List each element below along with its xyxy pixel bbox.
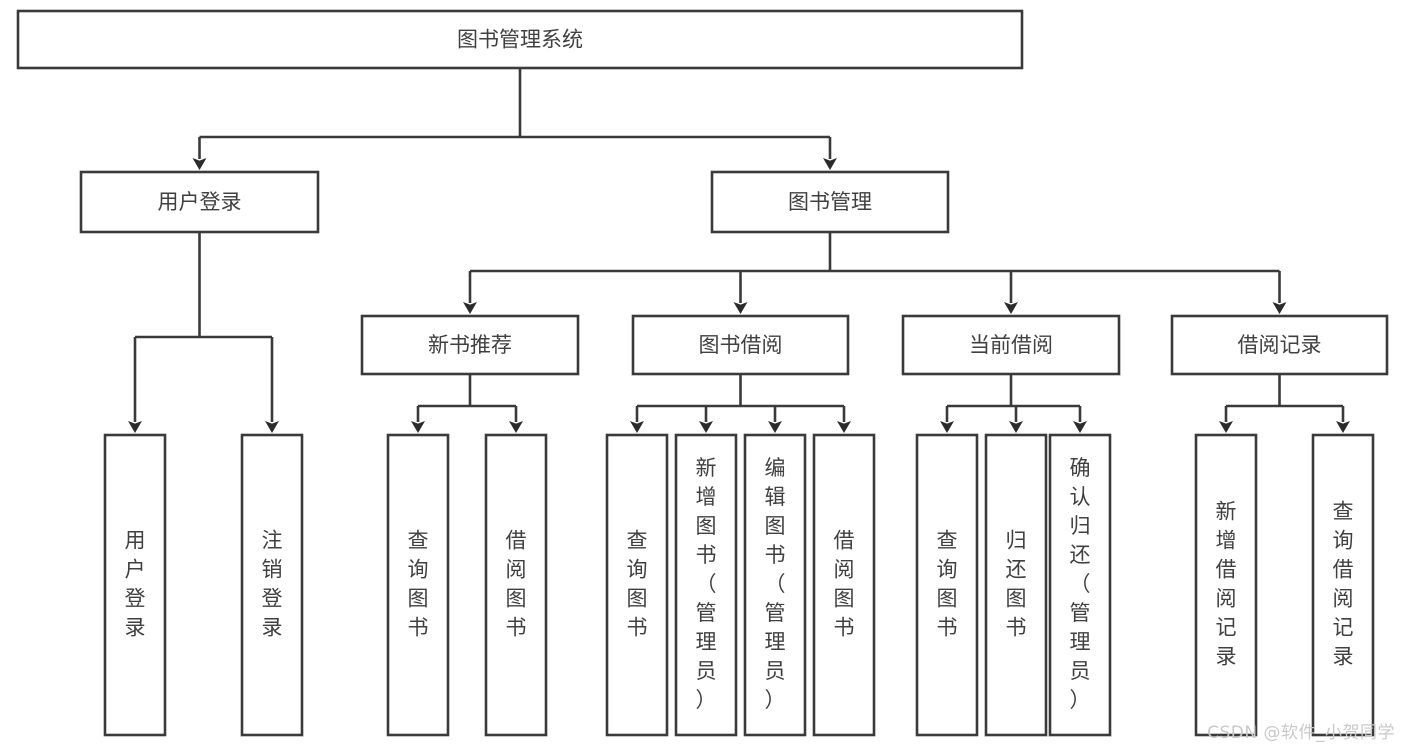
node-leaf-确认归还管理员-10-rect[interactable] — [1048, 433, 1112, 737]
node-leaf-新增图书管理员-5-rect[interactable] — [674, 433, 738, 737]
node-level2-当前借阅-2[interactable]: 当前借阅 — [901, 314, 1121, 376]
node-leaf-确认归还管理员-10[interactable]: 确认归还（管理员） — [1048, 433, 1112, 737]
node-leaf-归还图书-9-label: 归还图书 — [1006, 529, 1027, 640]
node-leaf-查询图书-8[interactable]: 查询图书 — [915, 433, 979, 737]
node-leaf-注销登录-1[interactable]: 注销登录 — [240, 433, 304, 737]
node-leaf-用户登录-0-rect[interactable] — [103, 433, 167, 737]
node-leaf-新增图书管理员-5[interactable]: 新增图书（管理员） — [674, 433, 738, 737]
node-leaf-归还图书-9[interactable]: 归还图书 — [984, 433, 1048, 737]
node-level2-新书推荐-0-rect[interactable] — [360, 314, 580, 376]
node-leaf-查询图书-4-rect[interactable] — [605, 433, 669, 737]
node-leaf-查询图书-2-label: 查询图书 — [408, 529, 429, 640]
connector-layer — [128, 68, 1350, 433]
node-leaf-查询图书-4[interactable]: 查询图书 — [605, 433, 669, 737]
node-leaf-注销登录-1-rect[interactable] — [240, 433, 304, 737]
node-level2-当前借阅-2-rect[interactable] — [901, 314, 1121, 376]
node-leaf-用户登录-0-label: 用户登录 — [125, 529, 146, 640]
node-leaf-查询图书-8-rect[interactable] — [915, 433, 979, 737]
node-level2-借阅记录-3-rect[interactable] — [1170, 314, 1389, 376]
node-leaf-新增借阅记录-11-rect[interactable] — [1194, 433, 1258, 737]
node-leaf-归还图书-9-rect[interactable] — [984, 433, 1048, 737]
node-leaf-用户登录-0[interactable]: 用户登录 — [103, 433, 167, 737]
node-leaf-借阅图书-3-label: 借阅图书 — [506, 529, 527, 640]
node-leaf-查询借阅记录-12-label: 查询借阅记录 — [1333, 500, 1354, 669]
node-level1-用户登录-0[interactable]: 用户登录 — [79, 170, 320, 234]
node-leaf-新增图书管理员-5-label: 新增图书（管理员） — [696, 456, 717, 712]
node-leaf-借阅图书-7-rect[interactable] — [812, 433, 876, 737]
node-leaf-编辑图书管理员-6-label: 编辑图书（管理员） — [765, 456, 786, 712]
node-leaf-注销登录-1-label: 注销登录 — [262, 529, 283, 640]
node-root-图书管理系统-label: 图书管理系统 — [457, 28, 583, 52]
node-leaf-查询图书-2-rect[interactable] — [386, 433, 450, 737]
node-level1-图书管理-1-label: 图书管理 — [788, 190, 872, 214]
node-level2-借阅记录-3[interactable]: 借阅记录 — [1170, 314, 1389, 376]
node-leaf-查询图书-8-label: 查询图书 — [937, 529, 958, 640]
node-level1-用户登录-0-label: 用户登录 — [158, 190, 242, 214]
node-leaf-新增借阅记录-11[interactable]: 新增借阅记录 — [1194, 433, 1258, 737]
node-leaf-借阅图书-7-label: 借阅图书 — [834, 529, 855, 640]
node-layer: 图书管理系统用户登录图书管理新书推荐图书借阅当前借阅借阅记录用户登录注销登录查询… — [16, 9, 1389, 737]
node-leaf-查询图书-4-label: 查询图书 — [627, 529, 648, 640]
node-leaf-确认归还管理员-10-label: 确认归还（管理员） — [1070, 456, 1091, 712]
node-level2-借阅记录-3-label: 借阅记录 — [1238, 333, 1322, 357]
node-leaf-编辑图书管理员-6[interactable]: 编辑图书（管理员） — [743, 433, 807, 737]
node-leaf-借阅图书-3[interactable]: 借阅图书 — [484, 433, 548, 737]
node-leaf-查询借阅记录-12[interactable]: 查询借阅记录 — [1311, 433, 1375, 737]
node-level2-新书推荐-0[interactable]: 新书推荐 — [360, 314, 580, 376]
node-leaf-查询图书-2[interactable]: 查询图书 — [386, 433, 450, 737]
node-level2-图书借阅-1-label: 图书借阅 — [699, 333, 783, 357]
node-leaf-借阅图书-3-rect[interactable] — [484, 433, 548, 737]
node-leaf-编辑图书管理员-6-rect[interactable] — [743, 433, 807, 737]
node-leaf-新增借阅记录-11-label: 新增借阅记录 — [1216, 500, 1237, 669]
node-level2-图书借阅-1-rect[interactable] — [631, 314, 850, 376]
node-leaf-查询借阅记录-12-rect[interactable] — [1311, 433, 1375, 737]
node-level2-图书借阅-1[interactable]: 图书借阅 — [631, 314, 850, 376]
node-level2-当前借阅-2-label: 当前借阅 — [969, 333, 1053, 357]
node-level1-图书管理-1-rect[interactable] — [710, 170, 950, 234]
node-level1-用户登录-0-rect[interactable] — [79, 170, 320, 234]
node-level2-新书推荐-0-label: 新书推荐 — [428, 333, 512, 357]
node-root-图书管理系统-rect[interactable] — [16, 9, 1024, 70]
node-root-图书管理系统[interactable]: 图书管理系统 — [16, 9, 1024, 70]
node-leaf-借阅图书-7[interactable]: 借阅图书 — [812, 433, 876, 737]
node-level1-图书管理-1[interactable]: 图书管理 — [710, 170, 950, 234]
